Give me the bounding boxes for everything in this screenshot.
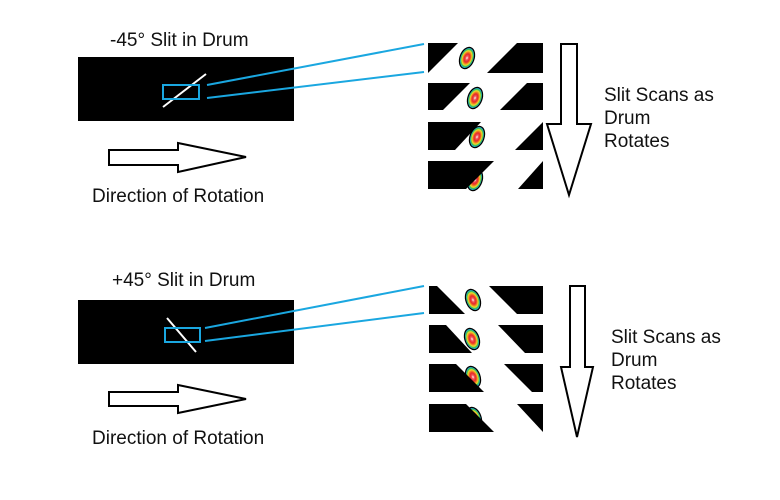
scan-label-line: Rotates bbox=[611, 373, 676, 394]
scan-frames bbox=[429, 286, 543, 432]
scan-frames bbox=[428, 43, 543, 192]
scan-label-line: Slit Scans as bbox=[604, 85, 714, 106]
beam-profile bbox=[464, 288, 482, 312]
scan-frame bbox=[429, 404, 543, 432]
scan-label: Slit Scans as Drum Rotates bbox=[604, 85, 714, 152]
drum-edge-left bbox=[428, 122, 481, 150]
scan-label-line: Drum bbox=[611, 350, 657, 371]
drum-edge-left bbox=[428, 43, 458, 73]
drum-edge-right bbox=[517, 404, 543, 432]
scan-label-line: Rotates bbox=[604, 131, 669, 152]
scan-label-line: Slit Scans as bbox=[611, 327, 721, 348]
drum-slit bbox=[162, 73, 207, 108]
scan-frame bbox=[428, 43, 543, 73]
drum-edge-left bbox=[428, 83, 470, 110]
drum-edge-right bbox=[504, 364, 543, 392]
beam-profile bbox=[458, 46, 476, 70]
drum-edge-left bbox=[429, 325, 472, 353]
beam-box bbox=[164, 327, 201, 343]
scan-direction-arrow-down-icon bbox=[559, 285, 595, 438]
panel-plus-45: +45° Slit in Drum Direction of Rotation bbox=[78, 270, 721, 449]
panel-minus-45: -45° Slit in Drum Direction of Rotation bbox=[78, 30, 714, 207]
direction-arrow-right-icon bbox=[108, 383, 247, 415]
beam-profile bbox=[463, 327, 481, 351]
scan-frame bbox=[429, 286, 543, 314]
drum-edge-right bbox=[500, 83, 543, 110]
beam-projection-line-upper bbox=[206, 43, 425, 86]
drum-edge-left bbox=[429, 404, 494, 432]
beam-profile bbox=[466, 86, 484, 110]
direction-label: Direction of Rotation bbox=[92, 186, 264, 207]
scan-frame bbox=[429, 364, 543, 392]
drum-slit bbox=[166, 317, 197, 353]
scan-frame bbox=[428, 161, 543, 192]
drum-edge-right bbox=[498, 325, 543, 353]
beam-projection-line-lower bbox=[206, 71, 425, 99]
panel-title: -45° Slit in Drum bbox=[110, 30, 249, 51]
beam-projection-line-lower bbox=[204, 312, 425, 342]
drum-edge-right bbox=[515, 122, 543, 150]
drum-edge-right bbox=[489, 286, 543, 314]
scan-direction-arrow-down-icon bbox=[545, 43, 593, 199]
beam-box bbox=[162, 84, 200, 100]
panel-title: +45° Slit in Drum bbox=[112, 270, 255, 291]
drum-edge-left bbox=[428, 161, 494, 189]
scan-frame bbox=[428, 122, 543, 150]
beam-projection-line-upper bbox=[204, 285, 425, 329]
drum-edge-left bbox=[429, 286, 465, 314]
drum-edge-left bbox=[429, 364, 484, 392]
scan-label-line: Drum bbox=[604, 108, 650, 129]
scan-label: Slit Scans as Drum Rotates bbox=[611, 327, 721, 394]
direction-arrow-right-icon bbox=[108, 141, 247, 174]
beam-profile bbox=[468, 125, 486, 149]
drum bbox=[78, 300, 294, 364]
direction-label: Direction of Rotation bbox=[92, 428, 264, 449]
drum-edge-right bbox=[487, 43, 543, 73]
drum-edge-right bbox=[518, 161, 543, 189]
scan-frame bbox=[429, 325, 543, 353]
scan-frame bbox=[428, 83, 543, 110]
